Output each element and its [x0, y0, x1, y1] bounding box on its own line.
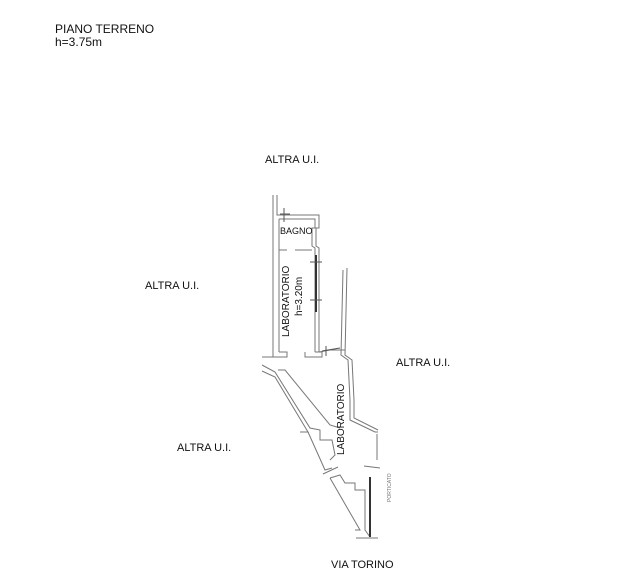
floor-name: PIANO TERRENO [55, 22, 155, 36]
label-street: VIA TORINO [331, 559, 394, 571]
label-other-unit-right: ALTRA U.I. [396, 357, 451, 369]
label-bathroom: BAGNO [280, 226, 313, 236]
label-lab-lower: LABORATORIO [336, 383, 347, 455]
wall-upper-inner [279, 218, 316, 352]
label-other-unit-left: ALTRA U.I. [145, 280, 200, 292]
label-lab-upper: LABORATORIO [281, 265, 292, 337]
label-other-unit-top: ALTRA U.I. [265, 154, 320, 166]
label-lab-upper-height: h=3.20m [294, 276, 305, 316]
floor-height: h=3.75m [55, 35, 103, 49]
wall-upper-left-outer [262, 195, 274, 358]
label-other-unit-bottom-left: ALTRA U.I. [177, 442, 232, 454]
plan-title: PIANO TERRENO h=3.75m [55, 23, 154, 49]
label-portico: PORTICATO [387, 473, 393, 502]
